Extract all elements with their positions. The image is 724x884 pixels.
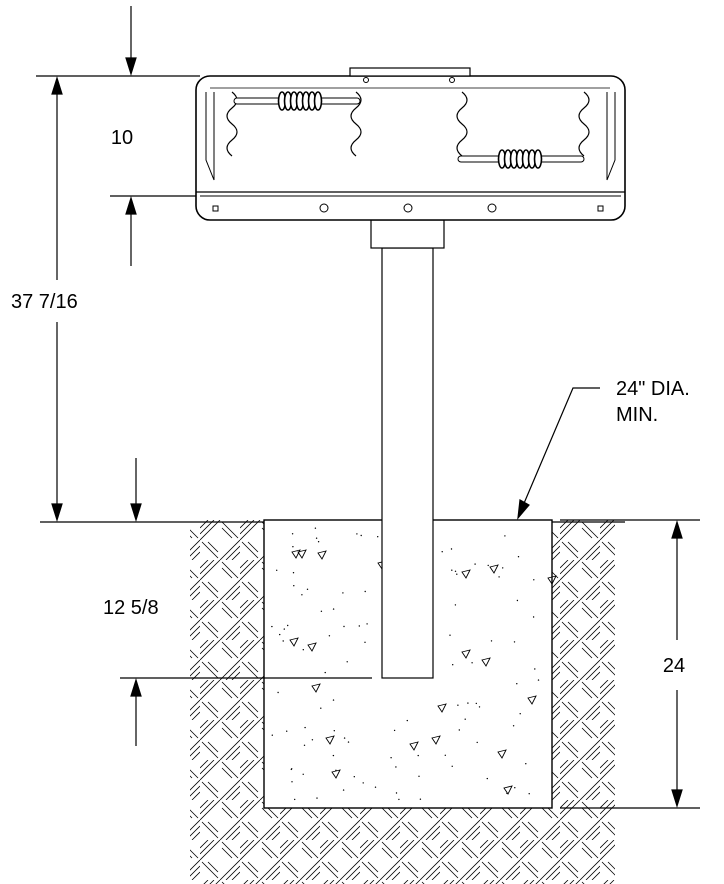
fixture-head [195,67,626,221]
coil-spring-icon [277,91,323,111]
embedment-depth-label: 12 5/8 [103,597,159,619]
diameter-callout-line2: MIN. [616,404,658,426]
diameter-callout-line1: 24" DIA. [616,378,690,400]
overall-height-label: 37 7/16 [11,291,78,313]
wave-clip [578,91,590,157]
fixture-height-label: 10 [111,127,133,149]
support-post [370,219,445,679]
wave-clip [456,91,468,157]
coil-spring-icon [497,149,543,169]
concrete-stipple-icon [271,527,557,801]
footing-depth-label: 24 [663,655,685,677]
wave-clip [350,91,362,157]
dimension-lines [36,6,700,809]
